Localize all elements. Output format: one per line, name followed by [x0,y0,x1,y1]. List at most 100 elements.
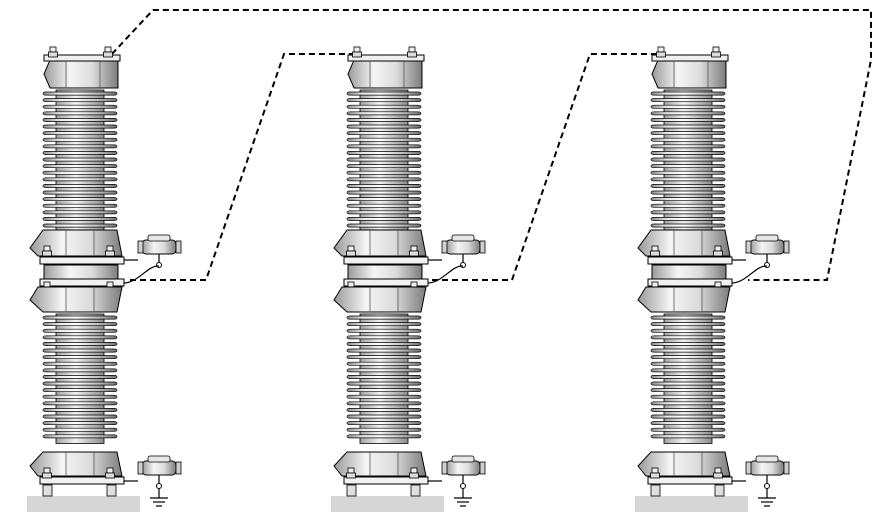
porcelain-shed [346,203,422,208]
porcelain-shed [650,322,726,327]
concrete-base [27,496,140,512]
counter-cap [755,455,779,463]
surge-counter-icon [745,234,790,268]
bolt-head [347,245,355,252]
counter-cap [451,455,475,463]
porcelain-shed [42,144,118,149]
bolt-head [410,245,418,252]
top-cap-plate [347,54,425,62]
insulating-spacer [43,264,119,280]
porcelain-shed [42,394,118,399]
porcelain-shed [42,184,118,188]
bolt-head [104,46,112,53]
porcelain-shed [650,315,726,320]
porcelain-shed [650,184,726,188]
surge-counter-icon [137,234,182,268]
porcelain-shed [650,151,726,155]
counter-cap [147,455,171,463]
counter-body [141,239,177,255]
counter-body [445,239,481,255]
porcelain-shed [346,197,422,202]
surge-counter-icon [441,234,486,268]
porcelain-shed [650,335,726,340]
counter-terminal [479,240,486,254]
porcelain-shed [42,368,118,373]
porcelain-shed [650,177,726,182]
porcelain-shed [650,408,726,412]
porcelain-shed [42,170,118,175]
porcelain-shed [42,388,118,393]
bolt-nut [105,472,115,479]
bolt-head [43,281,51,288]
porcelain-shed [650,131,726,136]
porcelain-shed [650,164,726,169]
porcelain-shed [346,408,422,412]
porcelain-shed [42,157,118,162]
porcelain-shed [346,368,422,373]
porcelain-shed [346,223,422,228]
porcelain-shed [42,98,118,103]
bolt-nut [409,250,419,257]
counter-terminal [175,240,182,254]
bolt-nut [711,51,721,58]
porcelain-shed [42,190,118,195]
porcelain-shed [346,210,422,215]
mounting-plate [343,256,429,265]
counter-terminal [175,461,182,475]
bolt-head [651,467,659,474]
porcelain-shed [650,118,726,122]
bottom-housing [637,451,731,477]
wire-phase2-bottom-to-phase3-top [432,53,662,281]
porcelain-shed [346,118,422,122]
porcelain-shed [650,157,726,162]
porcelain-shed [42,342,118,346]
porcelain-shed [346,111,422,116]
porcelain-shed [42,177,118,182]
porcelain-shed [42,197,118,202]
porcelain-shed [650,137,726,142]
arrester-units [27,46,790,512]
counter-lead [427,265,464,284]
arrester-unit-phase-2 [331,46,486,512]
porcelain-shed [650,342,726,346]
porcelain-shed [42,348,118,353]
porcelain-shed [650,427,726,432]
porcelain-shed [346,322,422,327]
foot [106,484,117,497]
concrete-base [635,496,748,512]
bolt-head [106,245,114,252]
porcelain-shed [42,203,118,208]
arrester-unit-phase-3 [635,46,790,512]
porcelain-shed [42,414,118,419]
concrete-base [331,496,444,512]
porcelain-shed [650,111,726,116]
mounting-plate [39,256,125,265]
foot [410,484,421,497]
bolt-nut [346,472,356,479]
porcelain-shed [650,421,726,426]
counter-terminal [137,240,144,254]
top-cap-plate [651,54,729,62]
porcelain-shed [346,190,422,195]
porcelain-shed [42,164,118,169]
porcelain-shed [346,328,422,333]
porcelain-shed [650,170,726,175]
porcelain-shed [346,335,422,340]
porcelain-shed [42,421,118,426]
insulating-spacer [651,264,727,280]
bolt-head [43,245,51,252]
counter-lead [123,265,160,284]
counter-lug [460,262,466,268]
bottom-housing [333,451,427,477]
porcelain-shed [650,434,726,439]
porcelain-shed [346,124,422,129]
porcelain-shed [650,210,726,215]
counter-lug [156,483,162,489]
bolt-head [106,281,114,288]
porcelain-shed [650,223,726,228]
porcelain-shed [650,414,726,419]
counter-lug [156,262,162,268]
bolt-head [49,46,57,53]
porcelain-shed [650,144,726,149]
